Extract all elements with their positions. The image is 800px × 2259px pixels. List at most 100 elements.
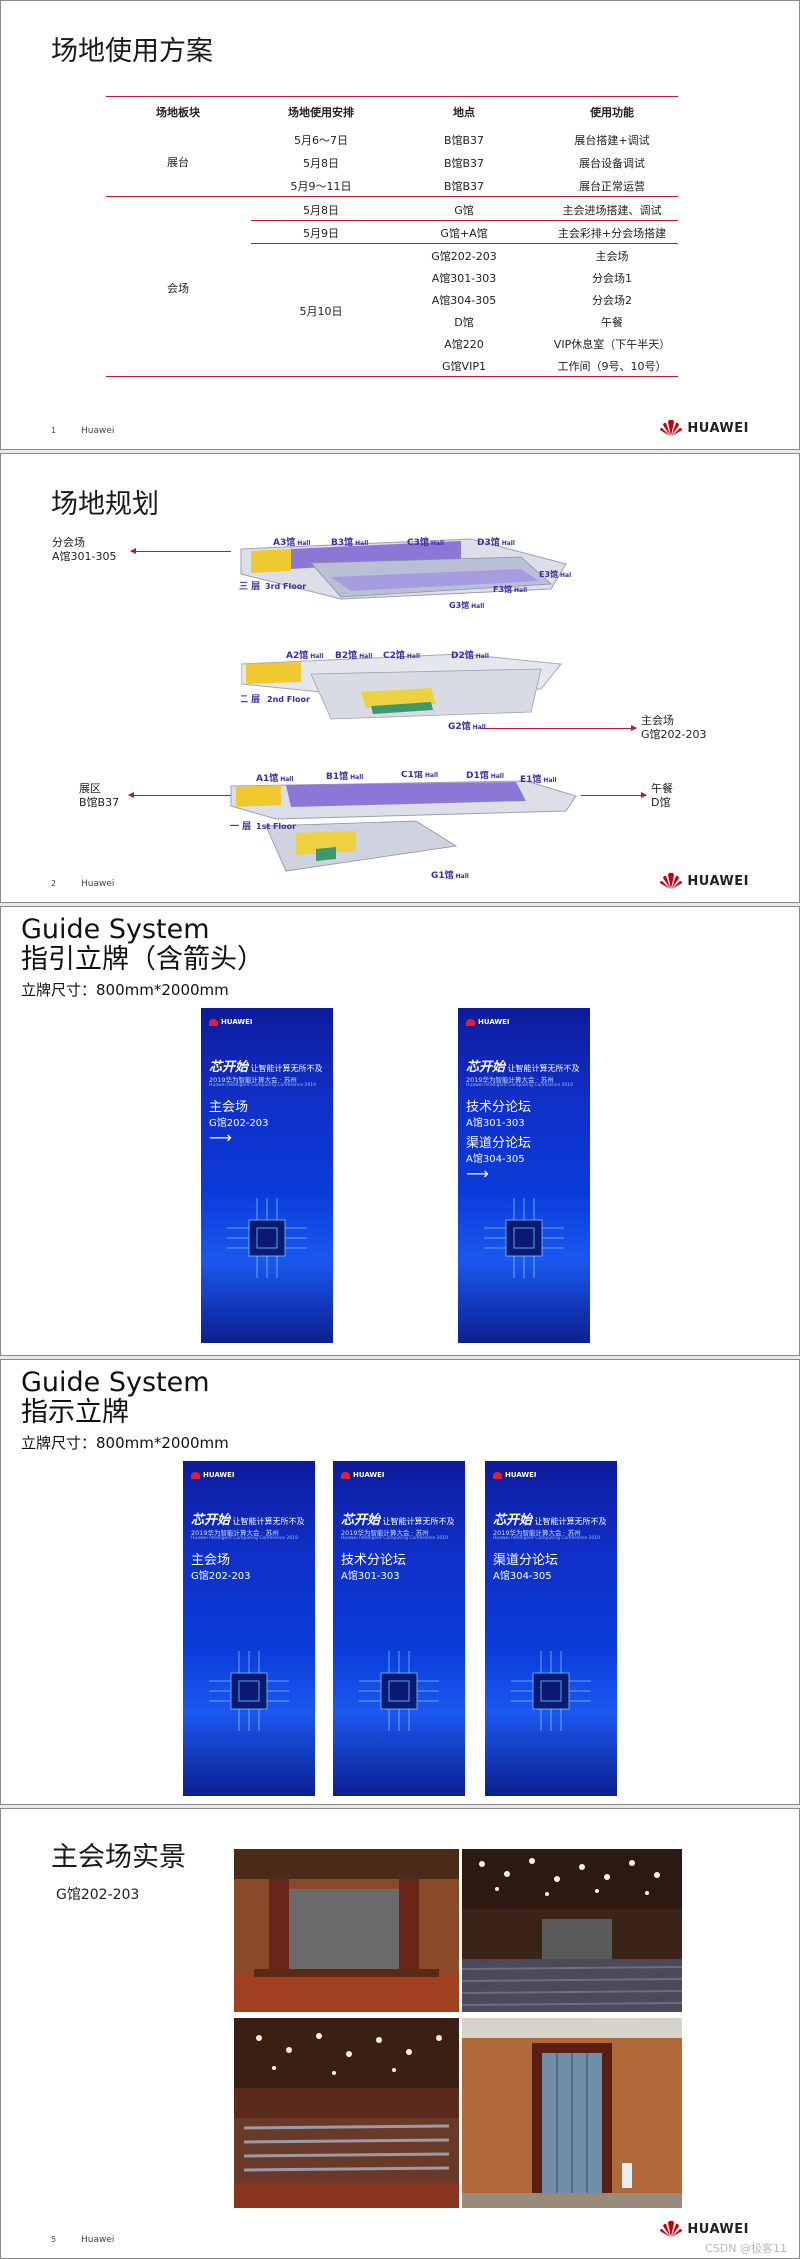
title-line-2: 指引立牌（含箭头）	[21, 944, 264, 975]
table-cell: 分会场2	[592, 294, 632, 307]
banner-subtitle-en: Huawei Intelligent Computing Conference …	[191, 1536, 298, 1541]
huawei-logo: HUAWEI	[659, 419, 749, 437]
stand-size: 立牌尺寸：800mm*2000mm	[21, 1434, 229, 1452]
banner-venue-loc: A馆304-305	[493, 1571, 552, 1582]
arrow-to-lunch	[581, 792, 647, 798]
table-cell: 主会进场搭建、调试	[562, 204, 662, 217]
chip-graphic	[227, 1198, 307, 1278]
banner-logo: HUAWEI	[209, 1018, 253, 1026]
slide-main-venue-photos: 主会场实景 G馆202-203	[0, 1808, 800, 2259]
table-cell: B馆B37	[443, 157, 485, 170]
section-venue: 会场	[167, 282, 189, 295]
header-location: 地点	[453, 106, 475, 119]
table-bottom-rule	[106, 376, 678, 377]
page-title: 场地规划	[51, 489, 159, 520]
table-cell: 工作间（9号、10号）	[557, 360, 667, 373]
annotation-location: D馆	[651, 796, 671, 809]
banner-logo: HUAWEI	[493, 1471, 537, 1479]
table-cell: B馆B37	[443, 180, 485, 193]
huawei-petal-icon	[660, 2220, 683, 2237]
table-cell: VIP休息室（下午半天）	[553, 338, 671, 351]
sign-banner-main: HUAWEI 芯开始 让智能计算无所不及 2019华为智能计算大会 · 苏州 H…	[183, 1461, 315, 1796]
banner-venue-loc: A馆301-303	[341, 1571, 400, 1582]
venue-photo-entrance	[462, 2018, 682, 2208]
guide-banner-main: HUAWEI 芯开始 让智能计算无所不及 2019华为智能计算大会 · 苏州 H…	[201, 1008, 333, 1343]
page-title: Guide System 指示立牌	[21, 1368, 210, 1428]
stand-size: 立牌尺寸：800mm*2000mm	[21, 981, 229, 999]
banner-venue-name: 主会场	[209, 1100, 249, 1115]
table-cell: G馆	[454, 204, 474, 217]
annotation-location: A馆301-305	[52, 550, 117, 563]
annotation-location: G馆202-203	[641, 728, 707, 741]
slide-number: 5	[51, 2235, 57, 2244]
right-arrow-icon: ⟶	[209, 1128, 232, 1147]
table-row-rule	[251, 220, 678, 221]
logo-text: HUAWEI	[687, 420, 749, 436]
table-cell: 展台搭建+调试	[574, 134, 650, 147]
banner-subtitle: 2019华为智能计算大会 · 苏州	[209, 1076, 297, 1084]
page-title: 场地使用方案	[51, 36, 213, 67]
section-booth: 展台	[167, 156, 189, 169]
banner-subtitle-en: Huawei Intelligent Computing Conference …	[209, 1083, 316, 1088]
table-top-rule	[106, 96, 678, 97]
hall-label: E3馆Hall	[539, 569, 571, 579]
banner-slogan: 芯开始 让智能计算无所不及	[191, 1513, 305, 1528]
title-line-2: 指示立牌	[21, 1397, 129, 1428]
banner-subtitle: 2019华为智能计算大会 · 苏州	[466, 1076, 554, 1084]
banner-venue-name: 技术分论坛	[341, 1553, 407, 1568]
venue-photo-stage	[234, 1849, 459, 2012]
venue-photo-seating	[234, 2018, 459, 2208]
right-arrow-icon: ⟶	[466, 1164, 489, 1183]
table-cell: D馆	[454, 316, 474, 329]
logo-text: HUAWEI	[687, 873, 749, 889]
table-row-rule	[251, 243, 678, 244]
table-section-rule	[106, 196, 678, 197]
banner-venue-loc: A馆304-305	[466, 1154, 525, 1165]
arrow-to-sub-venue	[130, 548, 231, 554]
floor-label: 二 层	[241, 694, 260, 705]
slide-guide-signs: Guide System 指示立牌 立牌尺寸：800mm*2000mm HUAW…	[0, 1359, 800, 1805]
banner-subtitle: 2019华为智能计算大会 · 苏州	[191, 1529, 279, 1537]
banner-subtitle-en: Huawei Intelligent Computing Conference …	[466, 1083, 573, 1088]
banner-subtitle-en: Huawei Intelligent Computing Conference …	[341, 1536, 448, 1541]
lunch-annotation: 午餐 D馆	[651, 782, 673, 810]
header-function: 使用功能	[590, 106, 634, 119]
sub-venue-annotation: 分会场 A馆301-305	[52, 536, 117, 564]
title-line-1: Guide System	[21, 1367, 210, 1398]
venue-location: G馆202-203	[56, 1887, 140, 1903]
table-cell: 5月6～7日	[294, 134, 348, 147]
venue-photo-chandelier-hall	[462, 1849, 682, 2012]
chip-graphic	[209, 1651, 289, 1731]
banner-slogan: 芯开始 让智能计算无所不及	[493, 1513, 607, 1528]
annotation-location: B馆B37	[79, 796, 120, 809]
page-title: 主会场实景	[51, 1842, 186, 1873]
floor-label-en: 2nd Floor	[267, 695, 310, 704]
chip-graphic	[484, 1198, 564, 1278]
banner-venue-name: 渠道分论坛	[466, 1136, 532, 1151]
table-cell: A馆304-305	[431, 294, 497, 307]
sign-banner-tech: HUAWEI 芯开始 让智能计算无所不及 2019华为智能计算大会 · 苏州 H…	[333, 1461, 465, 1796]
floor-label-en: 3rd Floor	[265, 582, 306, 591]
annotation-label: 午餐	[651, 782, 673, 795]
banner-subtitle-en: Huawei Intelligent Computing Conference …	[493, 1536, 600, 1541]
logo-text: HUAWEI	[687, 2221, 749, 2237]
main-venue-annotation: 主会场 G馆202-203	[641, 714, 706, 742]
table-cell: 午餐	[601, 316, 623, 329]
banner-subtitle: 2019华为智能计算大会 · 苏州	[341, 1529, 429, 1537]
table-cell: 5月8日	[303, 204, 339, 217]
